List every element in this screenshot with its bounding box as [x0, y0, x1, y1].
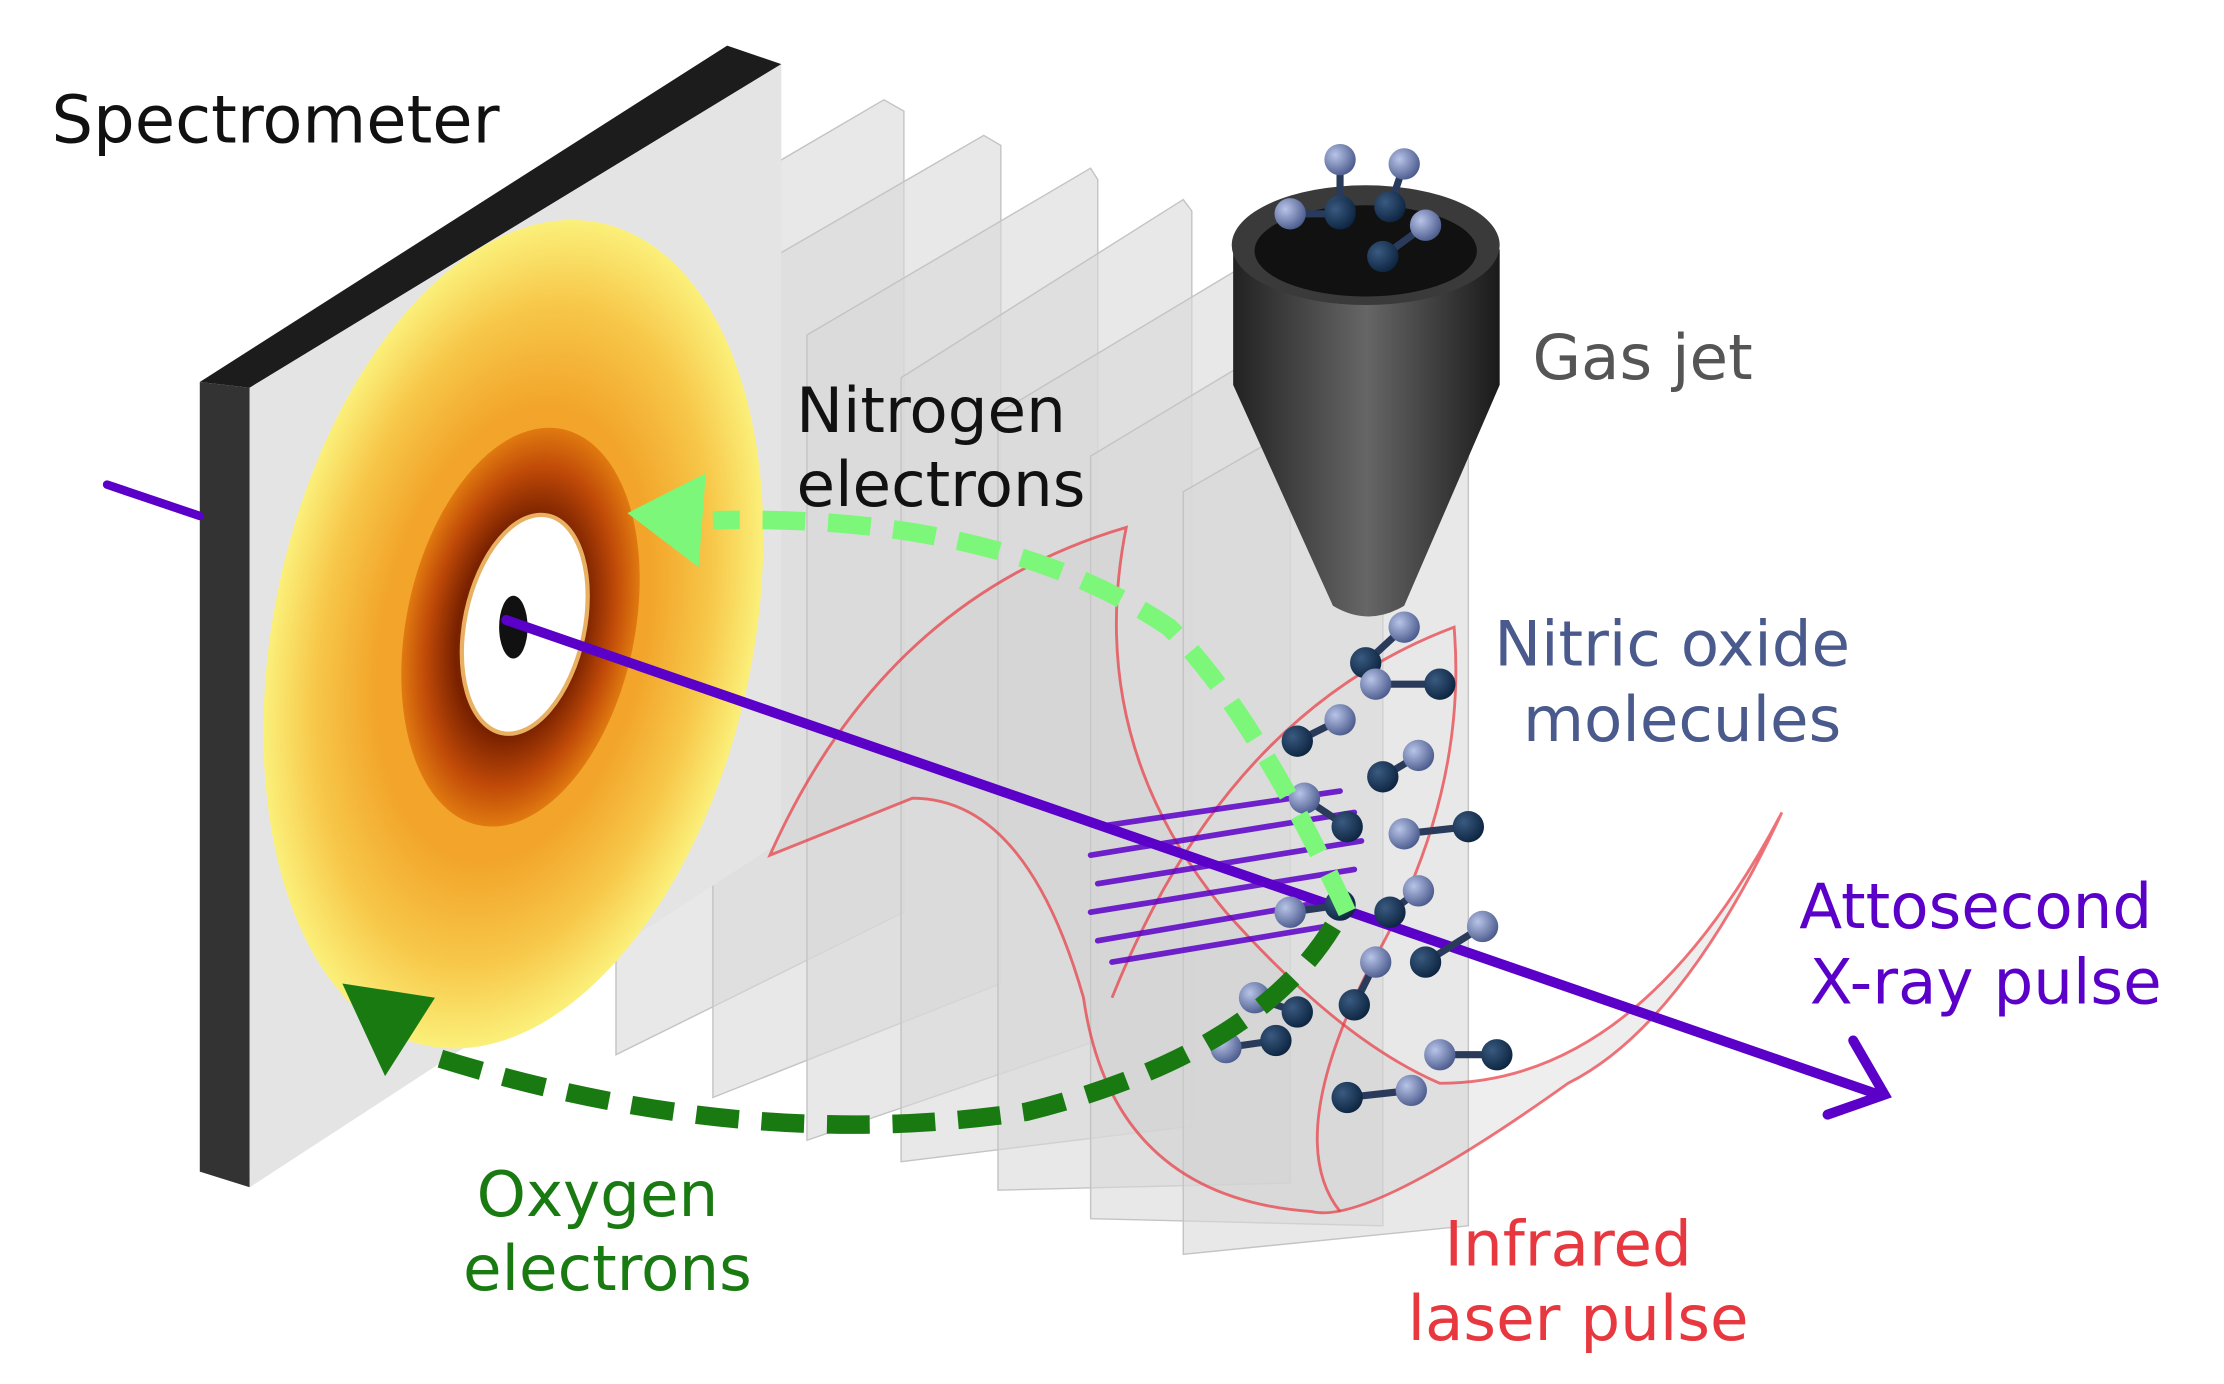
nitric-oxide-label: Nitric oxide molecules: [1494, 608, 1870, 757]
atom: [1409, 946, 1442, 978]
atom: [1331, 811, 1363, 843]
atom: [1281, 996, 1313, 1028]
xray-beam: [102, 480, 1892, 1120]
atom: [1395, 1074, 1427, 1107]
label-line: laser pulse: [1408, 1282, 1749, 1355]
atom: [1324, 704, 1356, 736]
atom: [1388, 611, 1420, 643]
atom: [1452, 811, 1485, 843]
gas-jet-label: Gas jet: [1532, 321, 1752, 394]
atom: [1388, 148, 1420, 180]
nitrogen-electron-path: [627, 473, 1356, 917]
atom: [1367, 240, 1399, 273]
atom: [1481, 1039, 1513, 1071]
atom: [1331, 1081, 1363, 1114]
atom: [1466, 910, 1499, 943]
atom: [1402, 875, 1435, 907]
atom: [1374, 190, 1406, 223]
nitrogen-electrons-label: Nitrogen electrons: [796, 374, 1086, 521]
oxygen-electron-path: [342, 921, 1341, 1134]
atom: [1402, 739, 1435, 772]
label-line: Nitrogen: [796, 374, 1066, 447]
atom: [1424, 668, 1456, 700]
label-line: electrons: [797, 448, 1086, 521]
atom: [1281, 725, 1313, 757]
atom: [1367, 761, 1399, 793]
atom: [1409, 209, 1442, 241]
atom: [1274, 198, 1306, 230]
atom: [1288, 782, 1321, 814]
label-line: Nitric oxide: [1494, 608, 1850, 681]
atom: [1324, 198, 1356, 230]
attosecond-xray-label: Attosecond X-ray pulse: [1799, 870, 2172, 1019]
spectrometer-label: Spectrometer: [52, 83, 500, 159]
nitric-oxide-molecules: [1210, 143, 1513, 1114]
oxygen-electrons-label: Oxygen electrons: [463, 1158, 752, 1305]
label-line: Attosecond: [1799, 870, 2152, 943]
label-line: electrons: [463, 1232, 752, 1305]
label-line: molecules: [1523, 683, 1841, 756]
atom: [1360, 668, 1392, 700]
atom: [1374, 896, 1406, 928]
label-line: Infrared: [1444, 1208, 1691, 1281]
atom: [1324, 143, 1356, 176]
atom: [1274, 896, 1306, 928]
atom: [1360, 946, 1392, 978]
atom: [1388, 818, 1420, 850]
atom: [1338, 989, 1370, 1021]
label-line: Oxygen: [477, 1158, 719, 1231]
atom: [1424, 1039, 1456, 1071]
label-line: X-ray pulse: [1810, 945, 2162, 1018]
infrared-laser-label: Infrared laser pulse: [1408, 1208, 1749, 1355]
atom: [1260, 1024, 1292, 1057]
